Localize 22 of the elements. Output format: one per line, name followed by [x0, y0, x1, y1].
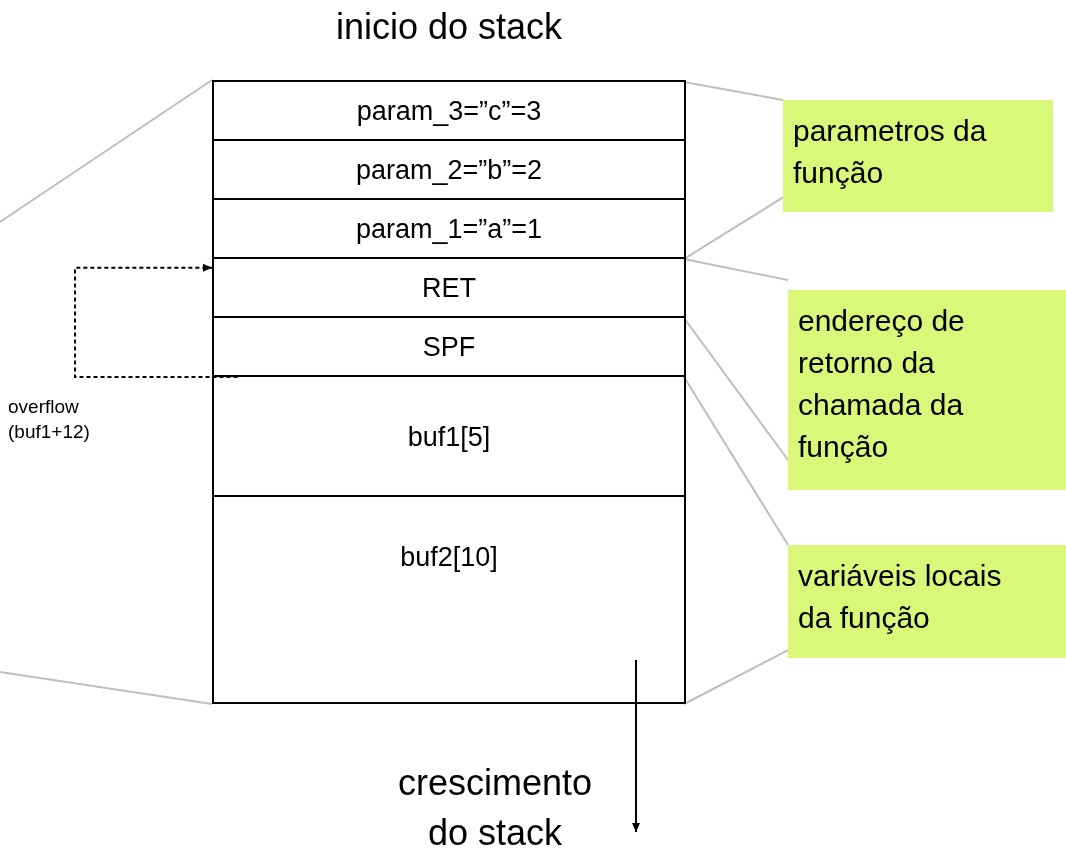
arrow — [74, 263, 239, 378]
memory-slot: param_2=”b”=2 — [214, 141, 684, 200]
memory-slot: param_1=”a”=1 — [214, 200, 684, 259]
leader-line — [683, 376, 789, 546]
leader-line — [683, 258, 789, 281]
memory-slot: buf2[10] — [214, 497, 684, 704]
memory-slot: param_3=”c”=3 — [214, 82, 684, 141]
memory-slot: buf1[5] — [214, 377, 684, 497]
callout-box: parametros da função — [783, 100, 1053, 212]
memory-slot: SPF — [214, 318, 684, 377]
stack-frame — [212, 80, 686, 704]
title: inicio do stack — [334, 6, 564, 48]
leader-line — [0, 79, 213, 223]
leader-line — [0, 671, 213, 705]
callout-box: endereço de retorno da chamada da função — [788, 290, 1066, 490]
leader-line — [683, 317, 789, 461]
leader-line — [683, 196, 784, 260]
callout-box: variáveis locais da função — [788, 545, 1066, 658]
caption-text: crescimento do stack — [396, 761, 594, 855]
leader-line — [683, 81, 784, 101]
leader-line — [683, 649, 789, 705]
memory-slot: RET — [214, 259, 684, 318]
